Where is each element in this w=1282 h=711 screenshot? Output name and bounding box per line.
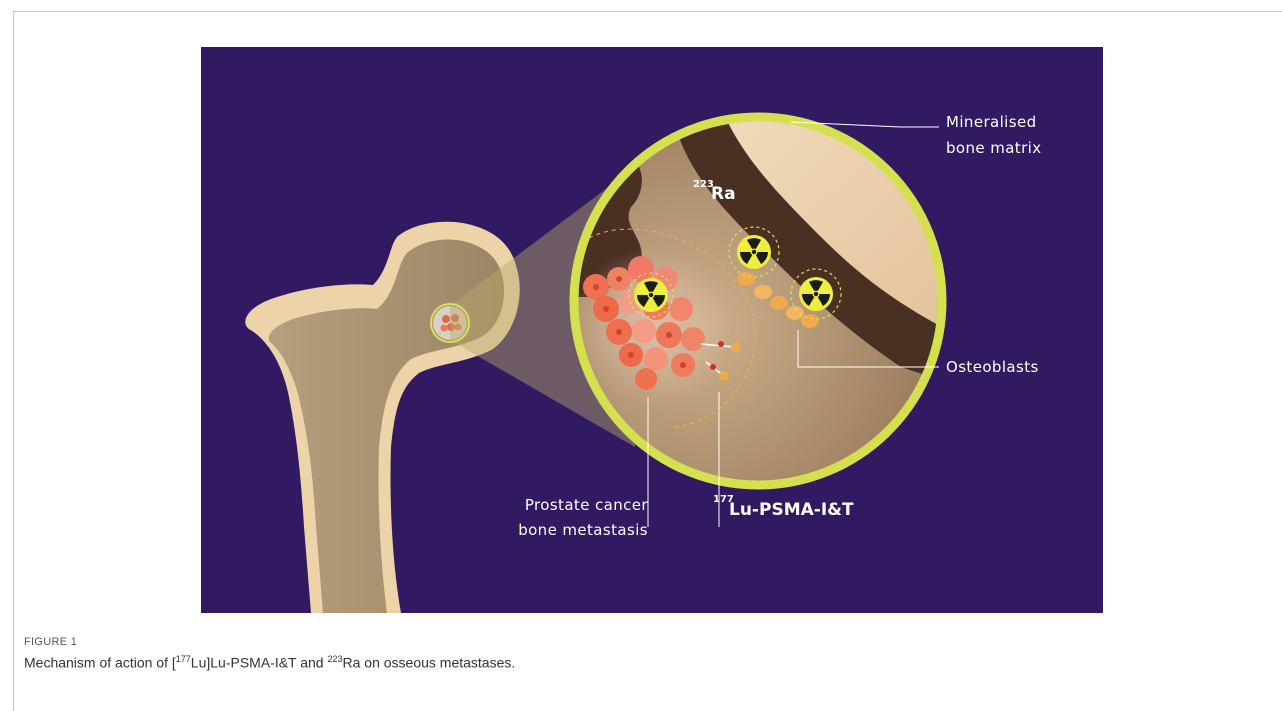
ra-symbol: Ra — [711, 184, 736, 204]
radiation-icon — [799, 277, 833, 311]
figure-illustration: Mineralised bone matrix 223 Ra Osteoblas… — [201, 47, 1103, 613]
metastasis-label-1: Prostate cancer — [525, 496, 649, 514]
bone-matrix-label-1: Mineralised — [946, 113, 1037, 131]
radiation-icon — [737, 235, 771, 269]
osteoblasts-label: Osteoblasts — [946, 358, 1039, 376]
caption-text-2: Lu]Lu-PSMA-I&T and — [191, 655, 328, 671]
lu-psma-label: Lu-PSMA-I&T — [729, 500, 854, 520]
figure-caption: Mechanism of action of [177Lu]Lu-PSMA-I&… — [24, 654, 515, 671]
metastasis-label-2: bone metastasis — [518, 521, 648, 539]
radiation-icon — [634, 278, 668, 312]
bone-matrix-label-2: bone matrix — [946, 139, 1042, 157]
figure-label: FIGURE 1 — [24, 636, 77, 648]
caption-sup-ra: 223 — [327, 654, 342, 664]
caption-text-1: Mechanism of action of [ — [24, 655, 176, 671]
caption-text-3: Ra on osseous metastases. — [343, 655, 516, 671]
caption-sup-lu: 177 — [176, 654, 191, 664]
